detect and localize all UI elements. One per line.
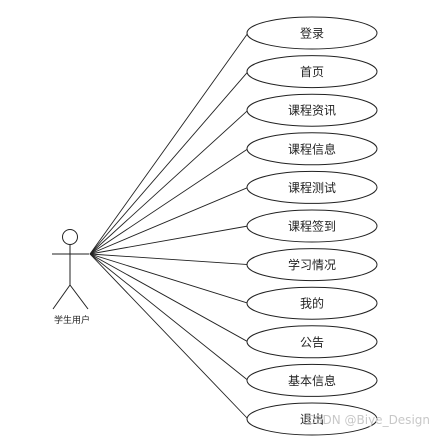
use-case-label: 退出 <box>300 413 324 427</box>
watermark: CSDN @Biye_Design <box>306 413 430 427</box>
association-line <box>89 109 249 255</box>
use-case-label: 课程信息 <box>288 141 336 156</box>
use-case-label: 学习情况 <box>288 257 336 272</box>
association-line <box>89 253 249 420</box>
use-case-label: 课程资讯 <box>288 103 336 118</box>
use-case: 课程测试 <box>246 170 378 204</box>
use-case-ellipse <box>246 325 378 359</box>
association-line <box>89 225 249 255</box>
association-line <box>89 253 249 343</box>
use-case-label: 登录 <box>300 26 324 41</box>
use-case-label: 首页 <box>300 65 324 79</box>
use-case: 学习情况 <box>246 248 378 282</box>
association-line <box>89 32 249 255</box>
association-line <box>89 253 249 381</box>
use-case: 我的 <box>246 286 378 320</box>
association-line <box>89 71 249 255</box>
use-case-label: 课程签到 <box>288 219 336 234</box>
use-case: 课程信息 <box>246 132 378 166</box>
use-case: 退出 <box>246 402 378 436</box>
use-case-ellipse <box>246 248 378 282</box>
association-line <box>89 186 249 255</box>
association-line <box>89 253 249 266</box>
actor-head <box>62 229 78 245</box>
association-lines <box>89 32 249 420</box>
use-case-label: 我的 <box>300 296 324 311</box>
actor-left-leg <box>52 284 71 310</box>
use-case-ellipse <box>246 93 378 127</box>
use-case: 课程签到 <box>246 209 378 243</box>
use-case-ellipse <box>246 16 378 50</box>
association-line <box>89 253 249 304</box>
use-case-label: 公告 <box>300 335 324 349</box>
use-case: 公告 <box>246 325 378 359</box>
actor-label: 学生用户 <box>54 314 90 326</box>
use-case-ellipse <box>246 170 378 204</box>
use-case-ellipse <box>246 55 378 89</box>
association-line <box>89 148 249 255</box>
use-case: 首页 <box>246 55 378 89</box>
use-case: 登录 <box>246 16 378 50</box>
use-case: 基本信息 <box>246 363 378 397</box>
use-case: 课程资讯 <box>246 93 378 127</box>
use-case-label: 课程测试 <box>288 180 336 195</box>
actor-right-leg <box>69 284 89 310</box>
use-case-ellipse <box>246 132 378 166</box>
use-case-ellipse <box>246 209 378 243</box>
use-case-label: 基本信息 <box>288 373 336 388</box>
use-case-ellipse <box>246 363 378 397</box>
use-case-ellipse <box>246 286 378 320</box>
use-case-ellipse <box>246 402 378 436</box>
actor-student-user: 学生用户 <box>52 229 90 326</box>
